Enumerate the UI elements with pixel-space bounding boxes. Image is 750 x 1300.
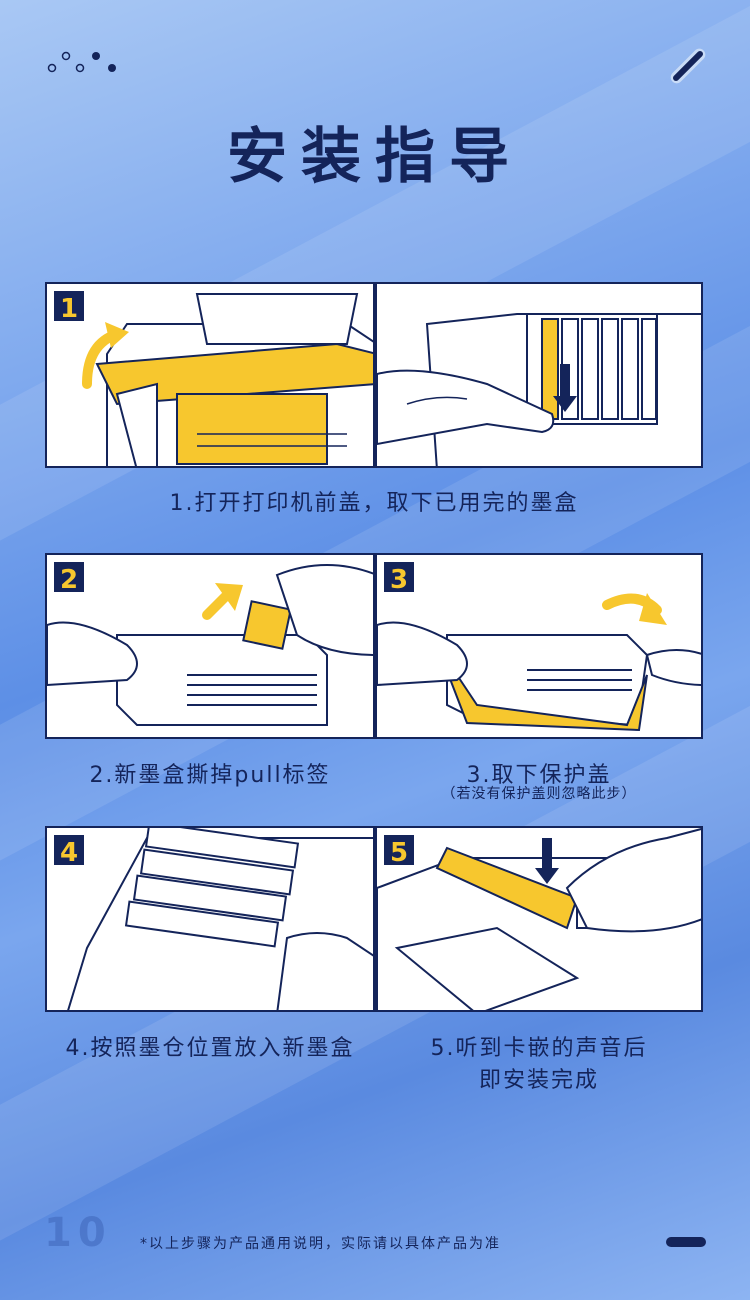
page-title: 安装指导 <box>227 122 523 192</box>
step-badge: 5 <box>381 832 417 868</box>
bandage-icon <box>670 48 706 84</box>
step-badge: 1 <box>51 288 87 324</box>
pill-decoration <box>666 1237 706 1247</box>
step-badge: 3 <box>381 559 417 595</box>
step4-panel: 4 <box>45 826 375 1012</box>
insert-cartridge-illustration <box>67 828 373 1010</box>
footnote: *以上步骤为产品通用说明，实际请以具体产品为准 <box>140 1236 501 1252</box>
printer-open-cover-illustration <box>82 293 373 466</box>
step3-panel: 3 <box>375 553 703 739</box>
dots-decoration <box>47 51 116 73</box>
page-number: 10 <box>44 1210 112 1256</box>
remove-cartridge-illustration <box>377 313 701 466</box>
step-badge: 2 <box>51 559 87 595</box>
step5-caption-line2: 即安装完成 <box>478 1068 599 1093</box>
step1-panel-left: 1 <box>45 282 375 468</box>
step1-caption: 1.打开打印机前盖，取下已用完的墨盒 <box>169 491 579 516</box>
step5-caption-line1: 5.听到卡嵌的声音后 <box>430 1036 648 1061</box>
click-in-cartridge-illustration <box>377 828 701 1010</box>
step3-note: （若没有保护盖则忽略此步） <box>441 786 637 802</box>
step3-caption: 3.取下保护盖 <box>466 763 612 788</box>
step5-panel: 5 <box>375 826 703 1012</box>
step-badge: 4 <box>51 832 87 868</box>
step1-panel-right <box>375 282 703 468</box>
step2-panel: 2 <box>45 553 375 739</box>
step4-caption: 4.按照墨仓位置放入新墨盒 <box>65 1036 355 1061</box>
peel-pull-label-illustration <box>47 564 373 726</box>
step2-caption: 2.新墨盒撕掉pull标签 <box>89 763 331 788</box>
remove-cap-illustration <box>377 593 701 732</box>
